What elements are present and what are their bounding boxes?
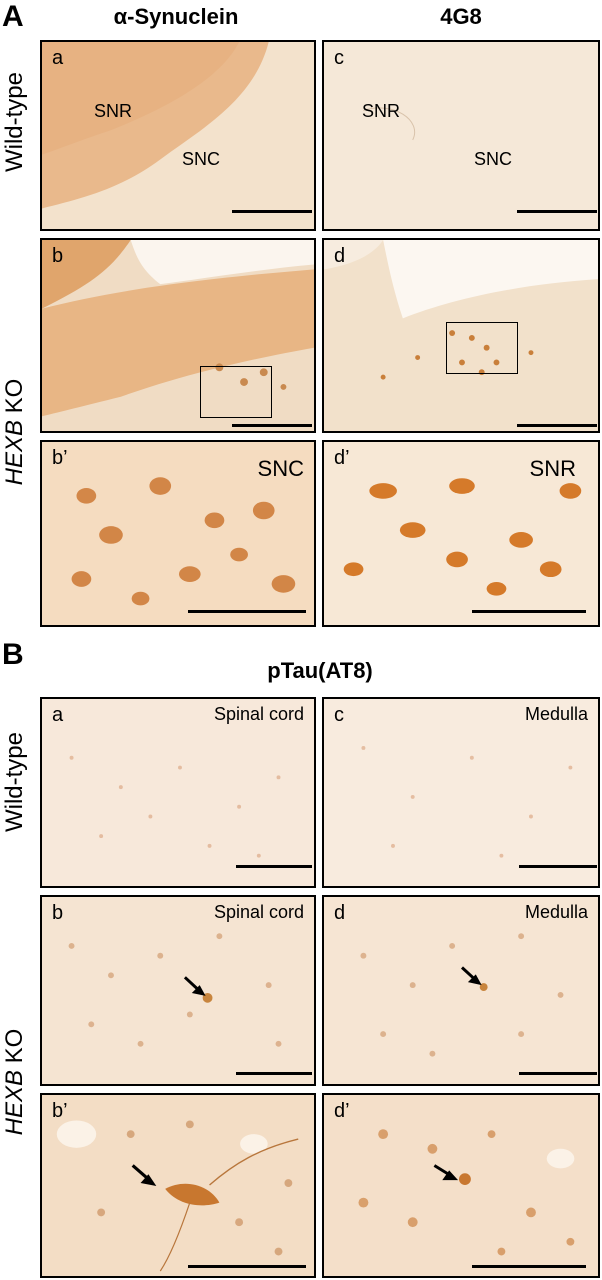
tissue-image (42, 42, 314, 229)
scale-bar (472, 1265, 586, 1268)
region-medulla: Medulla (524, 704, 588, 724)
inset-region-box (446, 322, 518, 374)
panel-a-alpha-synuclein-wildtype: a SNR SNC (40, 40, 316, 231)
region-snc: SNC (182, 149, 221, 169)
panel-label: c (334, 704, 344, 726)
row-label-wild-type-b: Wild-type (1, 731, 28, 833)
region-medulla: Medulla (524, 902, 588, 922)
region-snr: SNR (94, 101, 133, 121)
panel-c-4g8-wildtype: c SNR SNC (322, 40, 600, 231)
region-spinal-cord: Spinal cord (213, 704, 304, 724)
col-heading-4g8: 4G8 (440, 4, 482, 29)
panel-b-a-ptau-wildtype-spinal: a Spinal cord (40, 697, 316, 888)
scale-bar (236, 1072, 312, 1075)
panel-d-4g8-hexb-ko: d (322, 238, 600, 433)
gene-name: HEXB (1, 420, 28, 486)
scale-bar (188, 1265, 306, 1268)
ko-suffix: KO (1, 378, 28, 420)
panel-b-d-ptau-hexb-ko-medulla: d Medulla (322, 895, 600, 1086)
panel-label: a (52, 704, 64, 726)
panel-label: d’ (334, 447, 350, 469)
panel-label: d’ (334, 1100, 350, 1122)
panel-b-b-prime-ptau-zoom-spinal: b’ (40, 1093, 316, 1278)
tissue-image (42, 240, 314, 431)
region-snr: SNR (529, 456, 576, 481)
tissue-image (42, 442, 314, 625)
row-label-hexb-ko-a: HEXB KO (1, 357, 28, 507)
panel-label: d (334, 245, 346, 267)
section-b-title: pTau(AT8) (267, 658, 373, 683)
gene-name: HEXB (1, 1070, 28, 1136)
panel-label: b’ (52, 447, 68, 469)
tissue-image (324, 1095, 598, 1276)
panel-label: b (52, 902, 64, 924)
region-snc: SNC (474, 149, 513, 169)
panel-label: b (52, 245, 64, 267)
scale-bar (517, 424, 597, 427)
panel-b-b-ptau-hexb-ko-spinal: b Spinal cord (40, 895, 316, 1086)
panel-b-d-prime-ptau-zoom-medulla: d’ (322, 1093, 600, 1278)
panel-label: a (52, 47, 64, 69)
scale-bar (519, 1072, 597, 1075)
tissue-image (324, 42, 598, 229)
tissue-image (324, 240, 598, 431)
panel-b-prime-alpha-synuclein-zoom: b’ SNC (40, 440, 316, 627)
tissue-image (42, 1095, 314, 1276)
scale-bar (517, 210, 597, 213)
panel-b-alpha-synuclein-hexb-ko: b (40, 238, 316, 433)
tissue-image (42, 897, 314, 1084)
row-label-hexb-ko-b: HEXB KO (1, 1007, 28, 1157)
tissue-image (324, 442, 598, 625)
region-snr: SNR (362, 101, 401, 121)
ko-suffix: KO (1, 1028, 28, 1070)
tissue-image (324, 699, 598, 886)
row-label-wild-type-a: Wild-type (1, 71, 28, 173)
scale-bar (232, 424, 312, 427)
inset-region-box (200, 366, 272, 418)
scale-bar (188, 610, 306, 613)
panel-d-prime-4g8-zoom: d’ SNR (322, 440, 600, 627)
panel-label: d (334, 902, 346, 924)
section-a-letter: A (2, 0, 24, 33)
region-snc: SNC (257, 456, 304, 481)
scale-bar (519, 865, 597, 868)
tissue-image (42, 699, 314, 886)
scale-bar (472, 610, 586, 613)
region-spinal-cord: Spinal cord (213, 902, 304, 922)
section-b-letter: B (2, 638, 24, 671)
scale-bar (232, 210, 312, 213)
tissue-image (324, 897, 598, 1084)
panel-label: c (334, 47, 344, 69)
scale-bar (236, 865, 312, 868)
panel-b-c-ptau-wildtype-medulla: c Medulla (322, 697, 600, 888)
panel-label: b’ (52, 1100, 68, 1122)
col-heading-alpha-synuclein: α-Synuclein (113, 4, 239, 29)
